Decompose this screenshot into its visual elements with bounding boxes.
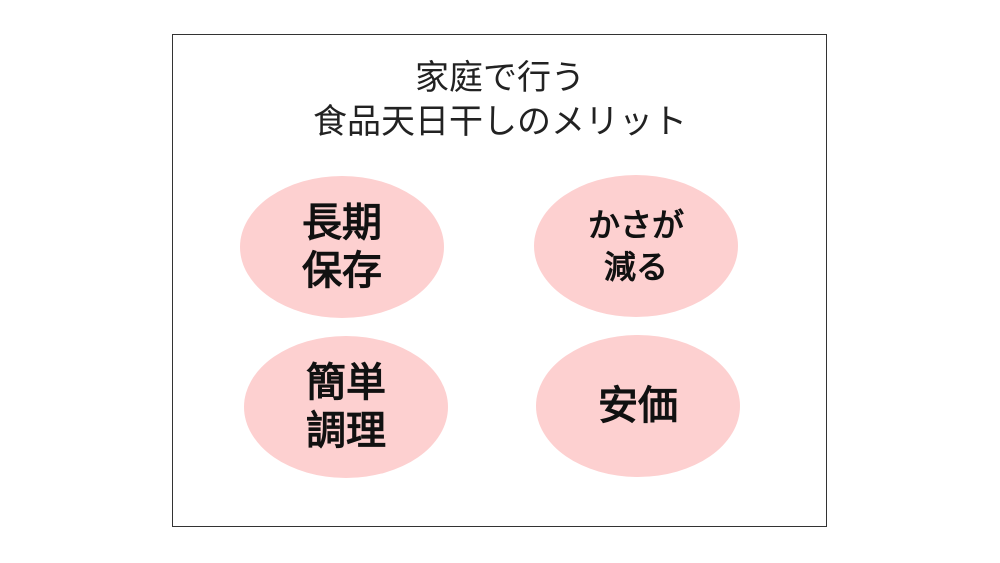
benefit-label-line-2: 保存 (302, 248, 382, 294)
title-line-1: 家庭で行う (415, 58, 585, 98)
title-line-2: 食品天日干しのメリット (313, 102, 687, 142)
benefit-label: 長期 保存 (302, 199, 382, 295)
benefit-long-term-storage: 長期 保存 (240, 176, 444, 318)
benefit-low-cost: 安価 (536, 335, 740, 477)
benefit-label-line-1: 簡単 (306, 360, 386, 406)
benefit-label: 安価 (598, 382, 678, 430)
benefit-label: かさが 減る (588, 204, 684, 288)
benefit-reduced-volume: かさが 減る (534, 175, 738, 317)
benefit-label-line-2: 調理 (306, 408, 386, 454)
benefit-label-line-1: かさが (587, 206, 684, 244)
benefit-label-line-1: 安価 (598, 383, 678, 429)
benefit-easy-cooking: 簡単 調理 (244, 336, 448, 478)
diagram-title: 家庭で行う 食品天日干しのメリット (0, 56, 1000, 144)
benefit-label-line-1: 長期 (302, 200, 382, 246)
benefit-label-line-2: 減る (603, 248, 668, 286)
benefit-label: 簡単 調理 (306, 359, 386, 455)
